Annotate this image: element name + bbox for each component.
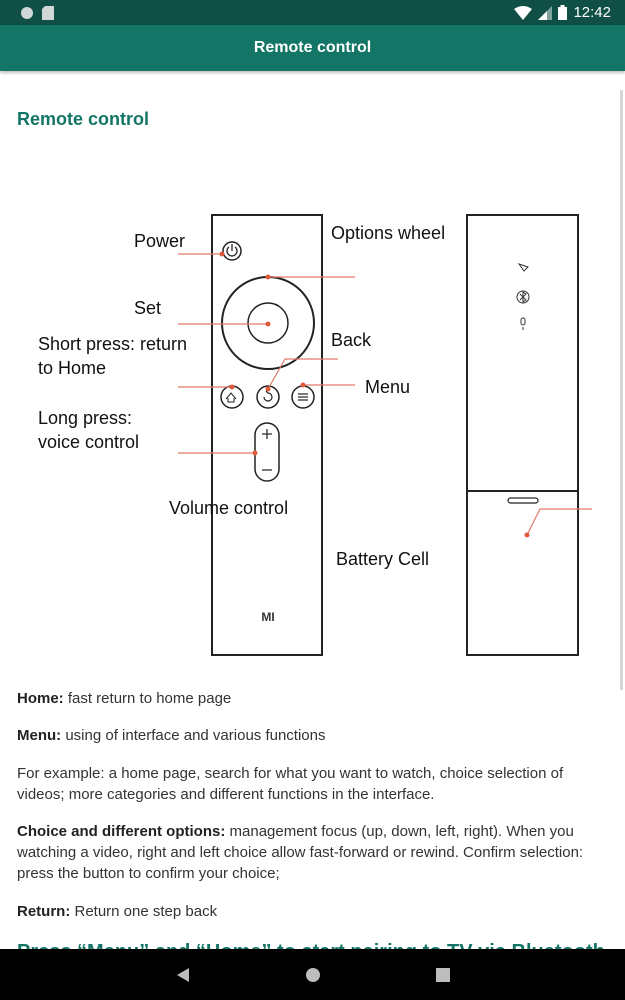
battery-latch (507, 497, 539, 504)
paragraph-return: Return: Return one step back (17, 901, 608, 922)
paragraph-home: Home: fast return to home page (17, 688, 608, 709)
label-short-press-2: to Home (38, 358, 106, 378)
label-short-press-1: Short press: return (38, 334, 187, 354)
content-scroll[interactable]: Remote control MI (0, 71, 625, 949)
paragraph-text: management focus (up, down, left, right)… (17, 823, 584, 882)
remote-diagram: MI (38, 214, 592, 656)
sync-icon (21, 6, 33, 19)
app-bar-title: Remote control (253, 39, 372, 56)
section-heading-pairing: Press “Menu” and “Home” to start pairing… (17, 941, 605, 949)
paragraph-menu: Menu: using of interface and various fun… (17, 725, 608, 746)
power-button-outline (222, 241, 242, 261)
menu-lines-icon (298, 393, 308, 401)
back-button-outline (256, 385, 280, 409)
status-bar: 12:42 (0, 0, 625, 25)
paragraph-text: fast return to home page (63, 690, 232, 707)
mic-icon (520, 317, 526, 326)
wifi-icon (514, 5, 533, 20)
paragraph-example: For example: a home page, search for wha… (17, 763, 608, 805)
small-device-icon (517, 263, 529, 272)
remote-back-body (466, 214, 579, 656)
leader-dots (219, 251, 530, 538)
paragraph-text: For example: a home page, search for wha… (17, 765, 564, 803)
triangle-back-icon (176, 967, 189, 982)
paragraph-text: Return one step back (70, 903, 218, 920)
circle-home-icon (305, 967, 320, 982)
paragraph-choice: Choice and different options: management… (17, 821, 608, 884)
label-long-press-1: Long press: (38, 408, 132, 428)
nav-back-button[interactable] (168, 960, 198, 990)
paragraph-term: Choice and different options: (17, 823, 226, 840)
label-long-press-2: voice control (38, 432, 139, 452)
label-power: Power (134, 231, 185, 251)
app-bar: Remote control (0, 25, 625, 71)
paragraph-text: using of interface and various functions (61, 727, 326, 744)
back-panel-icons (516, 263, 530, 330)
paragraph-term: Home: (17, 690, 64, 707)
paragraph-term: Menu: (17, 727, 62, 744)
set-button-outline (247, 302, 289, 344)
leader-lines (178, 253, 592, 536)
scrollbar[interactable] (620, 90, 623, 690)
status-time: 12:42 (573, 4, 611, 21)
label-set: Set (134, 298, 161, 318)
mi-logo: MI (261, 610, 274, 624)
navigation-bar (0, 949, 625, 1000)
label-battery-cell: Battery Cell (336, 549, 429, 569)
back-arrow-icon (263, 390, 273, 402)
page-heading: Remote control (17, 109, 150, 129)
home-icon (225, 392, 237, 403)
label-back: Back (331, 330, 372, 350)
label-options-wheel: Options wheel (331, 223, 445, 243)
label-volume-control: Volume control (169, 498, 288, 518)
battery-icon (558, 5, 568, 20)
paragraph-term: Return: (17, 903, 71, 920)
signal-icon (538, 5, 553, 20)
label-menu: Menu (365, 377, 410, 397)
square-recents-icon (435, 967, 450, 982)
nav-home-button[interactable] (298, 960, 328, 990)
power-icon (226, 246, 238, 257)
bluetooth-icon (516, 290, 530, 304)
nav-recents-button[interactable] (428, 960, 458, 990)
sd-card-icon (42, 5, 54, 20)
